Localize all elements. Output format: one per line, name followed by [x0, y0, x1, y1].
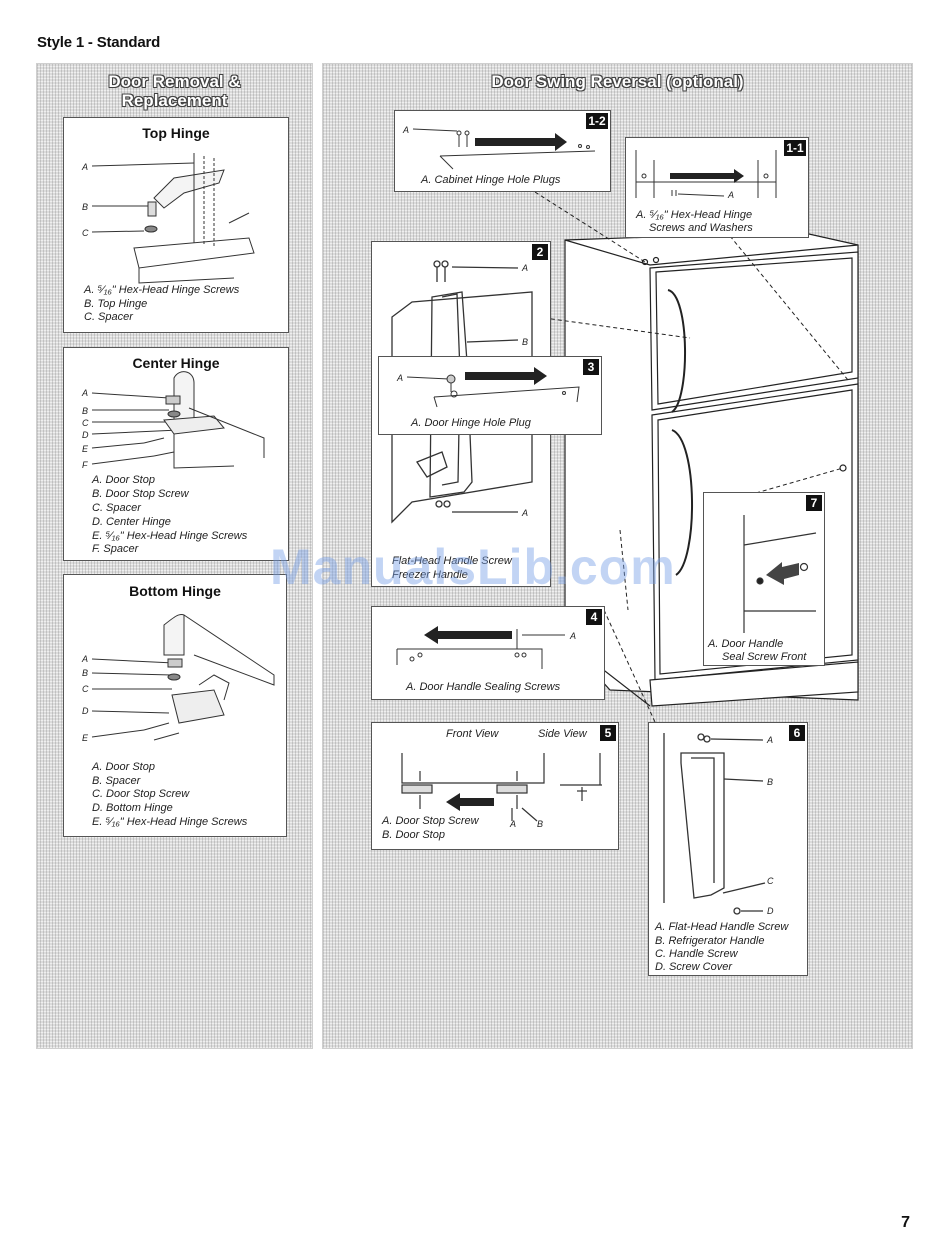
step-1-2-badge: 1-2 [586, 113, 608, 129]
bottom-hinge-label-c: C [82, 684, 89, 694]
top-hinge-caption-c: C. Spacer [84, 311, 133, 323]
step-5-illustration [401, 753, 602, 822]
door-removal-title-line1: Door Removal & [108, 72, 241, 91]
step-5-box: 5 Front View Side View A B A. Door Stop … [371, 722, 619, 850]
bottom-hinge-title: Bottom Hinge [129, 583, 221, 599]
step-7-caption-line1: A. Door Handle [708, 638, 784, 650]
step-3-box: 3 A A. Door Hinge Hole Plug [378, 356, 602, 435]
step-6-caption-a: A. Flat-Head Handle Screw [655, 921, 789, 933]
bottom-hinge-caption-c: C. Door Stop Screw [92, 788, 190, 800]
step-6-caption-c: C. Handle Screw [655, 948, 738, 960]
top-hinge-box: Top Hinge A B C A. ⁵⁄₁₆" Hex-Head Hinge … [63, 117, 289, 333]
step-1-1-caption-line2: Screws and Washers [649, 222, 753, 234]
step-3-caption: A. Door Hinge Hole Plug [411, 417, 531, 429]
step-5-caption-b: B. Door Stop [382, 829, 445, 841]
step-6-illustration [663, 733, 766, 915]
step-6-box: 6 A B C D A. Flat-Head Handle Screw B. R… [648, 722, 808, 976]
step-6-label-b: B [767, 777, 774, 787]
bottom-hinge-box: Bottom Hinge A B C D E A. Door Stop [63, 574, 287, 837]
step-2-caption-line2: Freezer Handle [392, 569, 468, 581]
step-2-label-a-bottom: A [522, 508, 529, 518]
step-7-illustration [743, 515, 817, 633]
page-style-title: Style 1 - Standard [37, 34, 161, 51]
center-hinge-label-d: D [82, 430, 89, 440]
center-hinge-label-c: C [82, 418, 89, 428]
step-7-box: 7 A. Door Handle Seal Screw Front [703, 492, 825, 666]
top-hinge-label-b: B [82, 202, 89, 212]
manualslib-watermark: ManualsLib.com [270, 539, 676, 595]
door-swing-reversal-title: Door Swing Reversal (optional) [491, 72, 744, 91]
top-hinge-caption-a: A. ⁵⁄₁₆" Hex-Head Hinge Screws [84, 284, 240, 296]
step-2-label-b: B [522, 337, 529, 347]
step-5-caption-a: A. Door Stop Screw [382, 815, 479, 827]
top-hinge-illustration [91, 153, 255, 284]
step-1-1-badge: 1-1 [784, 140, 806, 156]
step-6-caption-d: D. Screw Cover [655, 961, 733, 973]
center-hinge-label-e: E [82, 444, 89, 454]
step-7-badge: 7 [806, 495, 822, 511]
step-6-caption-b: B. Refrigerator Handle [655, 935, 765, 947]
center-hinge-label-b: B [82, 406, 89, 416]
step-5-label-a: A [510, 819, 517, 829]
step-1-1-label-a: A [728, 190, 735, 200]
top-hinge-title: Top Hinge [142, 125, 210, 141]
step-4-illustration [396, 626, 565, 669]
step-5-side-view-label: Side View [538, 728, 587, 740]
center-hinge-label-f: F [82, 460, 88, 470]
bottom-hinge-caption-b: B. Spacer [92, 775, 141, 787]
step-2-caption-line1: Flat-Head Handle Screw [392, 555, 512, 567]
center-hinge-illustration [91, 371, 265, 469]
center-hinge-label-a: A [82, 388, 89, 398]
center-hinge-caption-e: E. ⁵⁄₁₆" Hex-Head Hinge Screws [92, 530, 248, 542]
step-6-label-a: A [767, 735, 774, 745]
door-removal-title: Door Removal & Replacement [37, 72, 312, 110]
center-hinge-caption-a: A. Door Stop [92, 474, 155, 486]
step-4-label-a: A [570, 631, 577, 641]
step-4-box: 4 A A. Door Handle Sealing Screws [371, 606, 605, 700]
bottom-hinge-label-e: E [82, 733, 89, 743]
bottom-hinge-illustration [91, 614, 275, 741]
step-3-badge: 3 [583, 359, 599, 375]
bottom-hinge-caption-d: D. Bottom Hinge [92, 802, 173, 814]
bottom-hinge-label-d: D [82, 706, 89, 716]
step-1-2-caption: A. Cabinet Hinge Hole Plugs [421, 174, 561, 186]
step-7-caption-line2: Seal Screw Front [722, 651, 807, 663]
center-hinge-caption-b: B. Door Stop Screw [92, 488, 189, 500]
step-1-1-caption-line1: A. ⁵⁄₁₆" Hex-Head Hinge [636, 209, 753, 221]
center-hinge-caption-d: D. Center Hinge [92, 516, 171, 528]
step-3-label-a: A [397, 373, 404, 383]
step-4-caption: A. Door Handle Sealing Screws [406, 681, 561, 693]
bottom-hinge-label-a: A [82, 654, 89, 664]
step-5-front-view-label: Front View [446, 728, 499, 740]
door-removal-title-line2: Replacement [121, 91, 228, 110]
step-1-1-illustration [635, 150, 777, 198]
step-6-label-d: D [767, 906, 774, 916]
top-hinge-label-a: A [82, 162, 89, 172]
center-hinge-box: Center Hinge A B C D E F [63, 347, 289, 561]
top-hinge-label-c: C [82, 228, 89, 238]
center-hinge-caption-c: C. Spacer [92, 502, 141, 514]
step-4-badge: 4 [586, 609, 602, 625]
center-hinge-title: Center Hinge [132, 355, 220, 371]
step-3-illustration [406, 367, 580, 408]
step-2-label-a-top: A [522, 263, 529, 273]
step-6-label-c: C [767, 876, 774, 886]
page-number: 7 [901, 1214, 910, 1231]
bottom-hinge-caption-a: A. Door Stop [92, 761, 155, 773]
step-1-1-box: 1-1 A A. ⁵⁄₁₆" Hex-Head Hinge Screws and… [625, 137, 809, 238]
top-hinge-caption-b: B. Top Hinge [84, 298, 148, 310]
door-removal-panel: Door Removal & Replacement Top Hinge A B… [36, 63, 313, 1049]
step-5-badge: 5 [600, 725, 616, 741]
step-1-2-illustration [412, 128, 596, 170]
step-1-2-label-a: A [403, 125, 410, 135]
step-5-label-b: B [537, 819, 544, 829]
step-2-badge: 2 [532, 244, 548, 260]
center-hinge-caption-f: F. Spacer [92, 543, 139, 555]
step-1-2-box: 1-2 A A. Cabinet Hinge Hole Plugs [394, 110, 611, 192]
bottom-hinge-label-b: B [82, 668, 89, 678]
bottom-hinge-caption-e: E. ⁵⁄₁₆" Hex-Head Hinge Screws [92, 816, 248, 828]
step-6-badge: 6 [789, 725, 805, 741]
